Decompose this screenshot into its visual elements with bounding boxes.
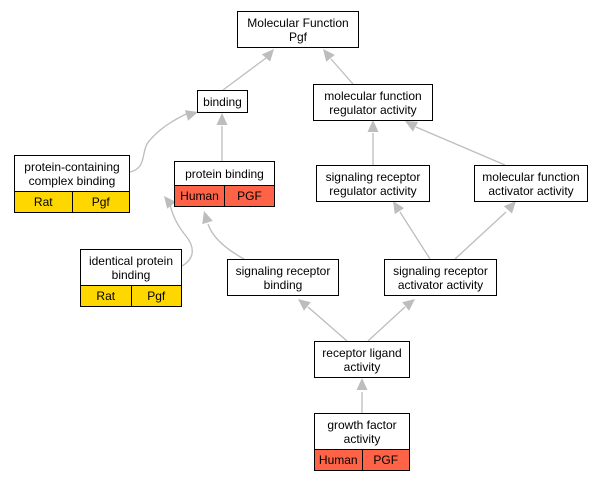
node-growth-factor-activity[interactable]: growth factor activity Human PGF — [314, 413, 410, 471]
node-label: signaling receptor activator activity — [393, 263, 488, 292]
edge-line — [454, 211, 507, 260]
node-binding[interactable]: binding — [197, 90, 248, 113]
edge-mfaa-to-mfreg — [405, 121, 506, 166]
node-label: molecular function activator activity — [482, 169, 580, 198]
gene-label: Pgf — [71, 192, 130, 212]
edge-ipb-to-pb — [164, 196, 193, 267]
node-molecular-function[interactable]: Molecular Function Pgf — [237, 11, 359, 48]
edge-gfa-to-rla — [356, 378, 368, 413]
node-signaling-receptor-regulator-activity[interactable]: signaling receptor regulator activity — [316, 165, 430, 202]
gene-label: Pgf — [130, 286, 182, 306]
gene-label: PGF — [224, 186, 274, 206]
arrowhead — [393, 201, 405, 215]
arrowhead — [402, 299, 415, 311]
node-protein-binding[interactable]: protein binding Human PGF — [174, 161, 275, 207]
arrowhead — [356, 378, 368, 390]
edge-line — [307, 306, 348, 342]
arrowhead — [261, 49, 274, 62]
node-label: signaling receptor regulator activity — [325, 169, 421, 198]
arrowhead — [184, 110, 198, 121]
edge-rla-to-sraa — [367, 299, 415, 342]
node-label: receptor ligand activity — [322, 345, 402, 374]
node-signaling-receptor-activator-activity[interactable]: signaling receptor activator activity — [384, 259, 497, 296]
annotation-row: Rat Pgf — [15, 191, 129, 212]
edge-line — [207, 223, 245, 260]
edge-binding-to-mf — [222, 49, 274, 91]
edge-srra-to-mfreg — [367, 120, 379, 165]
node-receptor-ligand-activity[interactable]: receptor ligand activity — [314, 341, 410, 378]
edge-pb-to-binding — [216, 113, 228, 161]
node-label: growth factor activity — [327, 417, 397, 446]
edge-line — [330, 58, 354, 85]
arrowhead — [323, 49, 335, 62]
edge-pcb-to-binding — [129, 110, 198, 173]
node-label: molecular function regulator activity — [324, 88, 422, 117]
arrowhead — [164, 196, 176, 209]
edge-srb-to-pb — [202, 211, 245, 260]
edge-line — [169, 203, 193, 267]
node-signaling-receptor-binding[interactable]: signaling receptor binding — [227, 259, 339, 296]
edge-line — [415, 126, 506, 166]
node-protein-containing-complex-binding[interactable]: protein-containing complex binding Rat P… — [14, 155, 130, 213]
arrowhead — [202, 211, 213, 225]
node-label: identical protein binding — [88, 253, 174, 282]
arrowhead — [367, 120, 379, 132]
edge-line — [399, 211, 431, 260]
species-label: Human — [180, 189, 219, 203]
arrowhead — [503, 201, 516, 214]
annotation-row: Human PGF — [175, 185, 274, 206]
edge-line — [129, 112, 189, 173]
node-molecular-function-regulator-activity[interactable]: molecular function regulator activity — [313, 84, 433, 121]
node-identical-protein-binding[interactable]: identical protein binding Rat Pgf — [80, 249, 182, 307]
arrowhead — [405, 121, 419, 132]
species-label: Rat — [33, 195, 53, 209]
node-label: protein binding — [185, 166, 264, 181]
species-label: Human — [318, 453, 358, 467]
species-label: Rat — [96, 289, 116, 303]
edge-line — [222, 57, 267, 91]
edge-sraa-to-mfaa — [454, 201, 516, 260]
gene-label: PGF — [361, 450, 410, 470]
arrowhead — [216, 113, 228, 125]
node-label: signaling receptor binding — [235, 263, 331, 292]
arrowhead — [298, 299, 311, 311]
node-label: protein-containing complex binding — [24, 159, 120, 188]
edge-rla-to-srb — [298, 299, 348, 342]
annotation-row: Human PGF — [315, 449, 409, 470]
edge-sraa-to-srra — [393, 201, 431, 260]
node-label: Molecular Function Pgf — [247, 15, 349, 44]
node-label: binding — [203, 94, 242, 109]
edge-line — [367, 306, 406, 342]
annotation-row: Rat Pgf — [81, 285, 181, 306]
node-molecular-function-activator-activity[interactable]: molecular function activator activity — [474, 165, 588, 202]
edge-mfreg-to-mf — [323, 49, 354, 85]
